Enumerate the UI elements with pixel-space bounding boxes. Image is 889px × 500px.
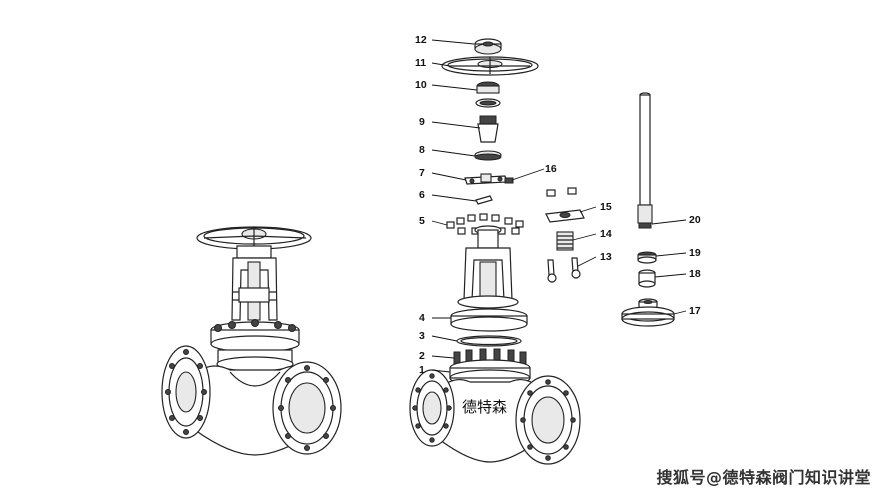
callout-17: 17: [689, 305, 701, 317]
callout-numbers: 12 11 10 9 8 7 16 6 5 15 14 13 4 3 2 1 2…: [415, 34, 701, 376]
part-10-stem-nut: [475, 81, 501, 108]
callout-6: 6: [419, 189, 425, 201]
part-17-seat: [621, 298, 675, 327]
callout-19: 19: [689, 247, 701, 259]
callout-14: 14: [600, 228, 612, 240]
body-brand-text: 德特森: [462, 398, 507, 416]
callout-5: 5: [419, 215, 425, 227]
callout-16: 16: [545, 163, 557, 175]
part-19-disc-nut: [637, 251, 657, 264]
callout-10: 10: [415, 79, 427, 91]
callout-3: 3: [419, 330, 425, 342]
callout-1: 1: [419, 364, 425, 376]
part-14-packing: [556, 231, 574, 251]
callout-9: 9: [419, 116, 425, 128]
callout-12: 12: [415, 34, 427, 46]
part-13-eye-bolts: [547, 257, 581, 283]
bonnet-yoke: [457, 225, 519, 309]
callout-11: 11: [415, 57, 426, 69]
part-7-gland: [464, 173, 508, 185]
callout-18: 18: [689, 268, 701, 280]
part-20-stem: [637, 92, 653, 229]
part-11-handwheel: [441, 56, 539, 76]
loose-nuts: [546, 187, 577, 197]
part-1-valve-body: 德特森: [409, 359, 581, 465]
part-16-pin: [504, 177, 514, 184]
part-9-yoke-sleeve: [477, 115, 499, 143]
part-8-bearing: [474, 150, 502, 161]
part-4-bonnet-flange: [450, 308, 528, 332]
exploded-parts: 德特森: [409, 38, 585, 465]
callout-20: 20: [689, 214, 701, 226]
callout-13: 13: [600, 251, 612, 263]
callout-7: 7: [419, 167, 425, 179]
leader-lines: [431, 39, 687, 373]
part-18-disc: [638, 269, 656, 288]
callout-15: 15: [600, 201, 612, 213]
assembled-valve: [161, 226, 342, 456]
callout-4: 4: [419, 312, 425, 324]
part-12-handwheel-nut: [474, 38, 502, 55]
watermark-text: 搜狐号@德特森阀门知识讲堂: [656, 468, 871, 487]
callout-8: 8: [419, 144, 425, 156]
part-3-gasket: [456, 335, 522, 347]
callout-2: 2: [419, 350, 425, 362]
part-5-bonnet-nuts: [446, 213, 524, 235]
part-15-gland-flange: [545, 209, 585, 223]
stem-assembly: [621, 92, 675, 327]
part-6-pin: [475, 195, 493, 205]
